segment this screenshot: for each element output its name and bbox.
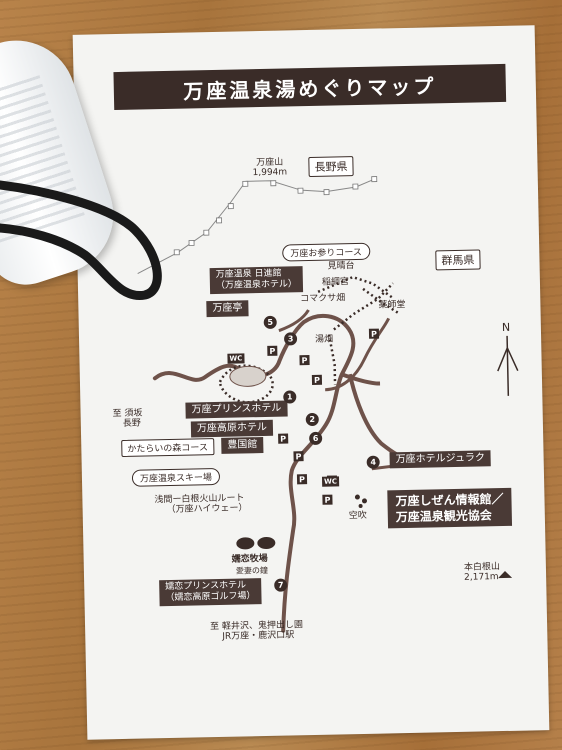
border-markers <box>173 176 378 256</box>
compass-symbol <box>497 335 519 396</box>
main-road <box>152 313 356 633</box>
motoshirane-peak-icon <box>498 570 513 579</box>
road-to-yubatake <box>325 317 391 392</box>
walking-courses <box>218 275 400 404</box>
map-paper: 万座温泉湯めぐりマップ 万座山 1,994m 長野県 群馬県 万座お参りコース … <box>72 25 550 740</box>
town-area <box>229 365 267 387</box>
road-to-ski <box>341 372 381 386</box>
road-to-hotel3 <box>278 309 310 333</box>
steam-icon <box>354 494 367 508</box>
cow-icon <box>236 536 276 550</box>
